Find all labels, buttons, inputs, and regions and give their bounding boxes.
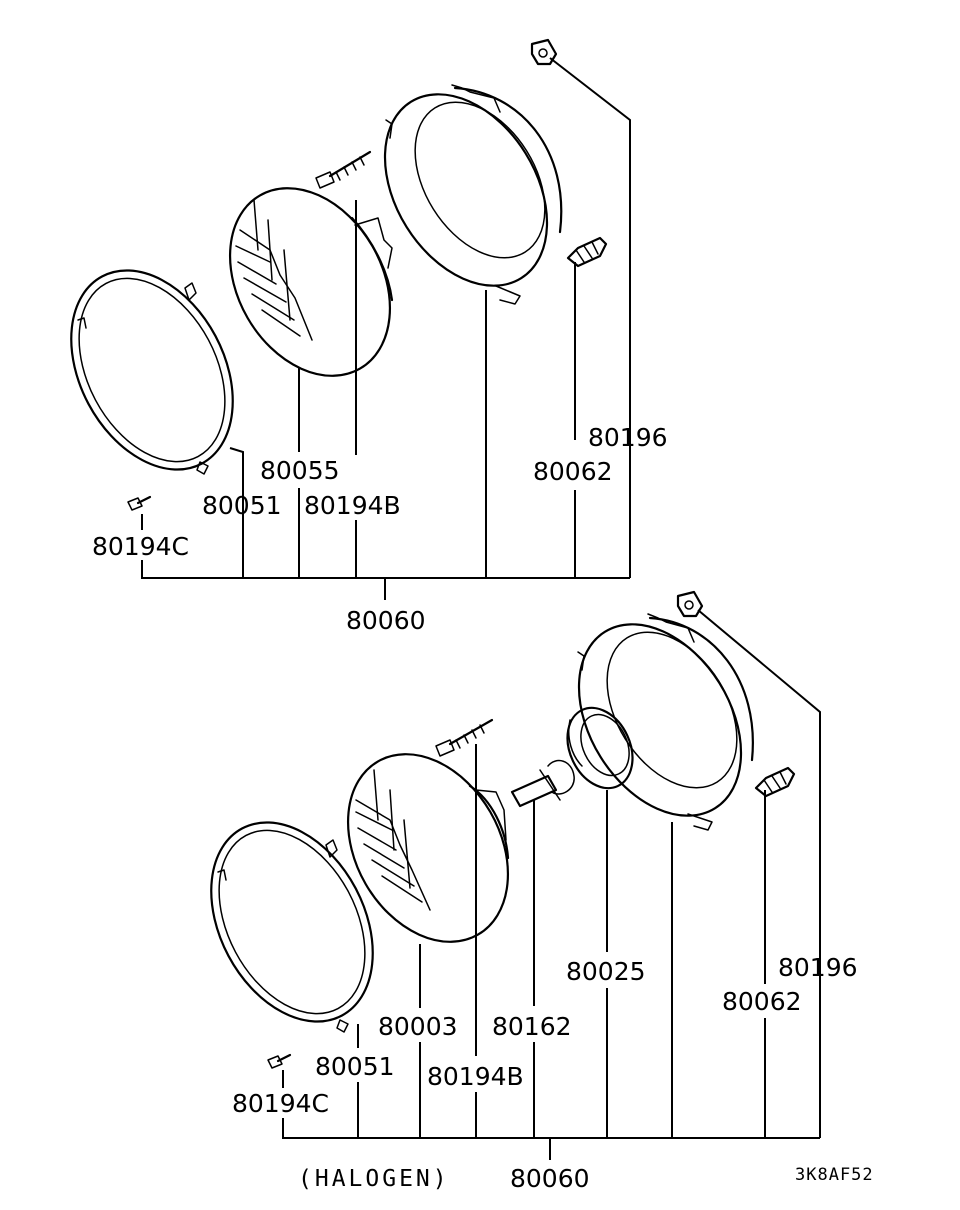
label-upper-screw-long: 80194B [304, 491, 401, 520]
upper-adjusting-spring [566, 236, 608, 268]
lower-adjusting-spring [754, 766, 796, 798]
label-halogen-note: (HALOGEN) [298, 1166, 450, 1192]
label-lower-nut: 80196 [778, 953, 858, 982]
upper-leader-lines [141, 57, 631, 600]
upper-nut [530, 38, 558, 66]
label-lower-screw-short: 80194C [232, 1089, 329, 1118]
label-lower-unit: 80003 [378, 1012, 458, 1041]
lower-mounting-bowl [577, 613, 754, 831]
label-lower-ring: 80051 [315, 1052, 395, 1081]
lower-headlamp-unit [346, 753, 510, 943]
diagram-code: 3K8AF52 [795, 1165, 874, 1185]
label-upper-assembly: 80060 [346, 606, 426, 635]
label-upper-ring: 80051 [202, 491, 282, 520]
label-upper-unit: 80055 [260, 456, 340, 485]
lower-assembly: 80003 80051 80194B 80194C 80162 80025 80… [210, 590, 858, 1193]
upper-assembly: 80055 80051 80194B 80194C 80062 80196 80… [70, 38, 668, 635]
lower-screw-long [435, 718, 494, 757]
upper-screw-short [127, 495, 152, 511]
lower-retaining-ring [210, 821, 374, 1033]
label-lower-socket-cover: 80025 [566, 957, 646, 986]
label-lower-spring: 80062 [722, 987, 802, 1016]
lower-screw-short [267, 1053, 292, 1069]
upper-screw-long [315, 150, 372, 189]
lower-nut [676, 590, 704, 618]
label-upper-screw-short: 80194C [92, 532, 189, 561]
label-upper-spring: 80062 [533, 457, 613, 486]
upper-mounting-bowl [383, 84, 563, 305]
label-lower-assembly: 80060 [510, 1164, 590, 1193]
lower-leader-lines [282, 609, 821, 1160]
label-lower-bulb: 80162 [492, 1012, 572, 1041]
label-lower-screw-long: 80194B [427, 1062, 524, 1091]
lower-bulb [510, 759, 575, 808]
upper-retaining-ring [70, 269, 234, 475]
upper-headlamp-unit [228, 187, 394, 377]
label-upper-nut: 80196 [588, 423, 668, 452]
